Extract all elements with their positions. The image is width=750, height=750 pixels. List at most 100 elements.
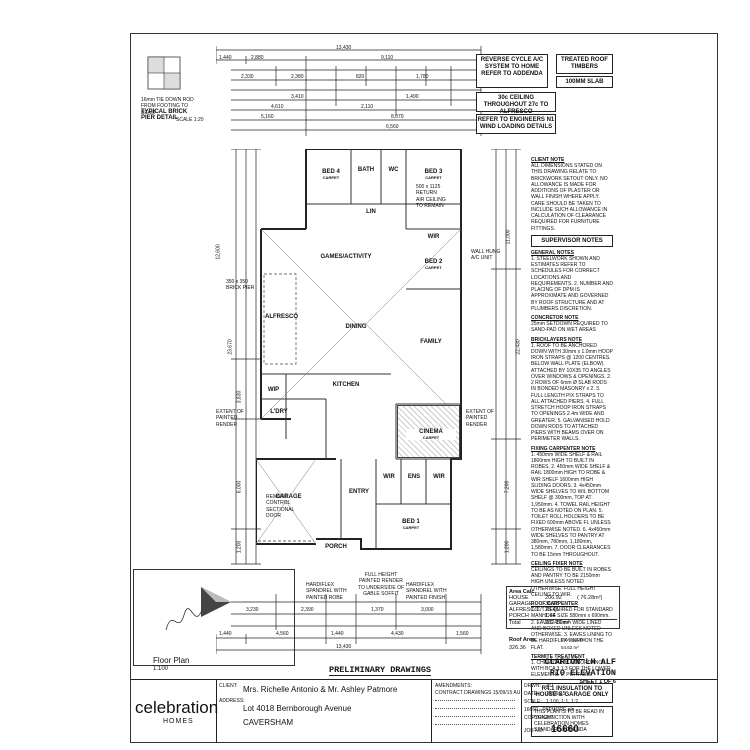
bricklayers-note-title: BRICKLAYERS NOTE: [531, 336, 582, 343]
drawing-sheet: 13,430 1,440 2,880 9,110 2,330 2,380 820…: [130, 33, 718, 743]
brick-pier-icon: [147, 56, 181, 90]
date-value: 15/09/15: [546, 691, 566, 697]
amendment-line-5: [435, 724, 515, 725]
left-dim-4: 6,000: [236, 480, 243, 494]
top-dim-row3-a: 3,410: [291, 94, 304, 100]
termite-note-text: 1. CHEMICAL IN ACCORDANCE WITH BCA 3.1.3…: [531, 659, 611, 679]
bed2-name: BED 2: [424, 259, 443, 265]
top-dim-row2-d: 1,780: [416, 74, 429, 80]
top-dim-row5-a: 5,160: [261, 114, 274, 120]
right-dim-1: 22,430: [515, 339, 522, 355]
pier-detail-scale: SCALE 1:20: [176, 117, 204, 123]
supervisor-notes-box: SUPERVISOR NOTES: [531, 234, 613, 247]
ens-label: ENS: [407, 474, 421, 480]
top-dim-row2-b: 2,380: [291, 74, 304, 80]
left-dim-5: 1,200: [236, 540, 243, 554]
client-name: Mrs. Richelle Antonio & Mr. Ashley Patmo…: [243, 685, 398, 694]
top-dim-2: 2,880: [251, 55, 264, 61]
roof-area-value: 326.36: [509, 645, 526, 651]
right-dim-3: 7,200: [504, 480, 511, 494]
ceiling-note-text: CEILINGS TO BE BUILT IN ROBES AND PANTRY…: [531, 566, 611, 598]
top-dim-row2-c: 820: [356, 74, 365, 80]
right-dimension-lines: [491, 149, 521, 565]
r41-insulation-box: R4.1 INSULATION TO HOUSE & GARAGE ONLY: [531, 682, 613, 703]
drawn-value: AU: [546, 683, 553, 689]
scale-value: 1:100, 1:1, 1:2: [546, 699, 578, 705]
title-divider-2: [521, 680, 522, 743]
top-dim-row2-a: 2,330: [241, 74, 254, 80]
brand-cell: celebration HOMES: [131, 680, 218, 743]
sheet-number: SHEET 1 OF 6: [579, 679, 616, 685]
brick-pier-note: 350 x 350 BRICK PIER: [226, 279, 255, 292]
gable-note: FULL HEIGHT PAINTED RENDER TO UNDERSIDE …: [357, 572, 405, 597]
amendment-line-2: [435, 700, 515, 701]
address-line1: Lot 4018 Bernborough Avenue: [243, 704, 352, 713]
area-porch-value: 1.44: [545, 613, 556, 619]
floor-plan-scale: 1:100: [153, 666, 169, 672]
fixing-note-text: 1. 450mm WIDE SHELF & RAIL 1800mm HIGH T…: [531, 451, 611, 558]
notes-column: CLIENT NOTE ALL DIMENSIONS STATED ON THI…: [531, 154, 613, 737]
general-notes-text: 1. STEELWORK SHOWN AND ESTIMATES REFER T…: [531, 255, 613, 312]
entry-label: ENTRY: [348, 489, 370, 495]
bottom-overall-dim: 13,430: [336, 644, 352, 650]
reverse-cycle-box: REVERSE CYCLE A/C SYSTEM TO HOME REFER T…: [476, 54, 548, 88]
scale-label: SCALE:: [524, 699, 542, 705]
top-dim-row3-b: 1,490: [406, 94, 419, 100]
plan-note: THIS PLAN IS TO BE READ IN CONJUNCTION W…: [531, 705, 613, 737]
drawn-label: DRWN:: [524, 683, 541, 689]
bottom-dim-row2-c: 1,370: [371, 607, 384, 613]
left-dim-2: 23,670: [227, 339, 234, 355]
bed3-name: BED 3: [424, 169, 443, 175]
top-dim-row7: 6,560: [386, 124, 399, 130]
bath-label: BATH: [357, 167, 375, 173]
amendment-line-4: [435, 716, 515, 717]
hardiflex-right: HARDIFLEX SPANDREL WITH PAINTED FINISH: [406, 582, 447, 601]
bottom-dim-4: 4,430: [391, 631, 404, 637]
amendment-line-3: [435, 708, 515, 709]
return-air-note: 500 x 1125 RETURN AIR CEILING TO REMAIN: [416, 184, 446, 209]
copyright: COPYRIGHT: [524, 715, 554, 721]
bed4-carpet: CARPET: [322, 175, 340, 180]
title-block: celebration HOMES CLIENT: Mrs. Richelle …: [131, 679, 717, 743]
area-total-label: Total: [509, 620, 521, 626]
area-alfresco-label: ALFRESCO: [509, 607, 539, 613]
top-overall-dim: 13,430: [336, 45, 352, 51]
area-porch-label: PORCH: [509, 613, 529, 619]
date-label: DATE:: [524, 691, 539, 697]
title-divider-1: [431, 680, 432, 743]
design-elevation: RIO ELEVATION: [549, 668, 616, 678]
bricklayers-note-text: 1. ROOF TO BE ANCHORED DOWN WITH 30mm x …: [531, 342, 613, 443]
bottom-dim-row2-d: 3,000: [421, 607, 434, 613]
preliminary-drawings: PRELIMINARY DRAWINGS: [329, 665, 432, 676]
bed1-name: BED 1: [402, 519, 420, 525]
area-calc-title: Area Calc: [509, 589, 535, 595]
fixing-note-title: FIXING CARPENTER NOTE: [531, 445, 596, 452]
treated-roof-box: TREATED ROOF TIMBERS: [556, 54, 613, 74]
area-garage-label: GARAGE: [509, 601, 533, 607]
termite-note-title: TERMITE TREATMENT: [531, 653, 585, 660]
bottom-dim-row2-b: 2,390: [301, 607, 314, 613]
brand-sub: HOMES: [163, 718, 194, 725]
dining-label: DINING: [345, 324, 367, 330]
pier-note: 16mm TIE DOWN ROD FROM FOOTING TO BEAM: [141, 97, 194, 116]
concretor-note-title: CONCRETOR NOTE: [531, 315, 579, 321]
paving-area-label: Paving Area: [561, 637, 586, 642]
wir-bed1-label: WIR: [383, 474, 395, 480]
extent-render-left: EXTENT OF PAINTED RENDER: [216, 409, 244, 428]
wc-label: WC: [388, 167, 399, 173]
floor-plan-label: Floor Plan: [153, 656, 190, 665]
paving-area-value: 54.62 m²: [561, 645, 579, 650]
hardiflex-left: HARDIFLEX SPANDREL WITH PAINTED ROBE: [306, 582, 347, 601]
top-dimension-lines: [216, 46, 482, 136]
design-name: CLARION LH ALF: [544, 657, 616, 667]
bed2-carpet: CARPET: [425, 265, 442, 270]
top-dim-row4-a: 4,610: [271, 104, 284, 110]
bottom-dim-3: 1,440: [331, 631, 344, 637]
